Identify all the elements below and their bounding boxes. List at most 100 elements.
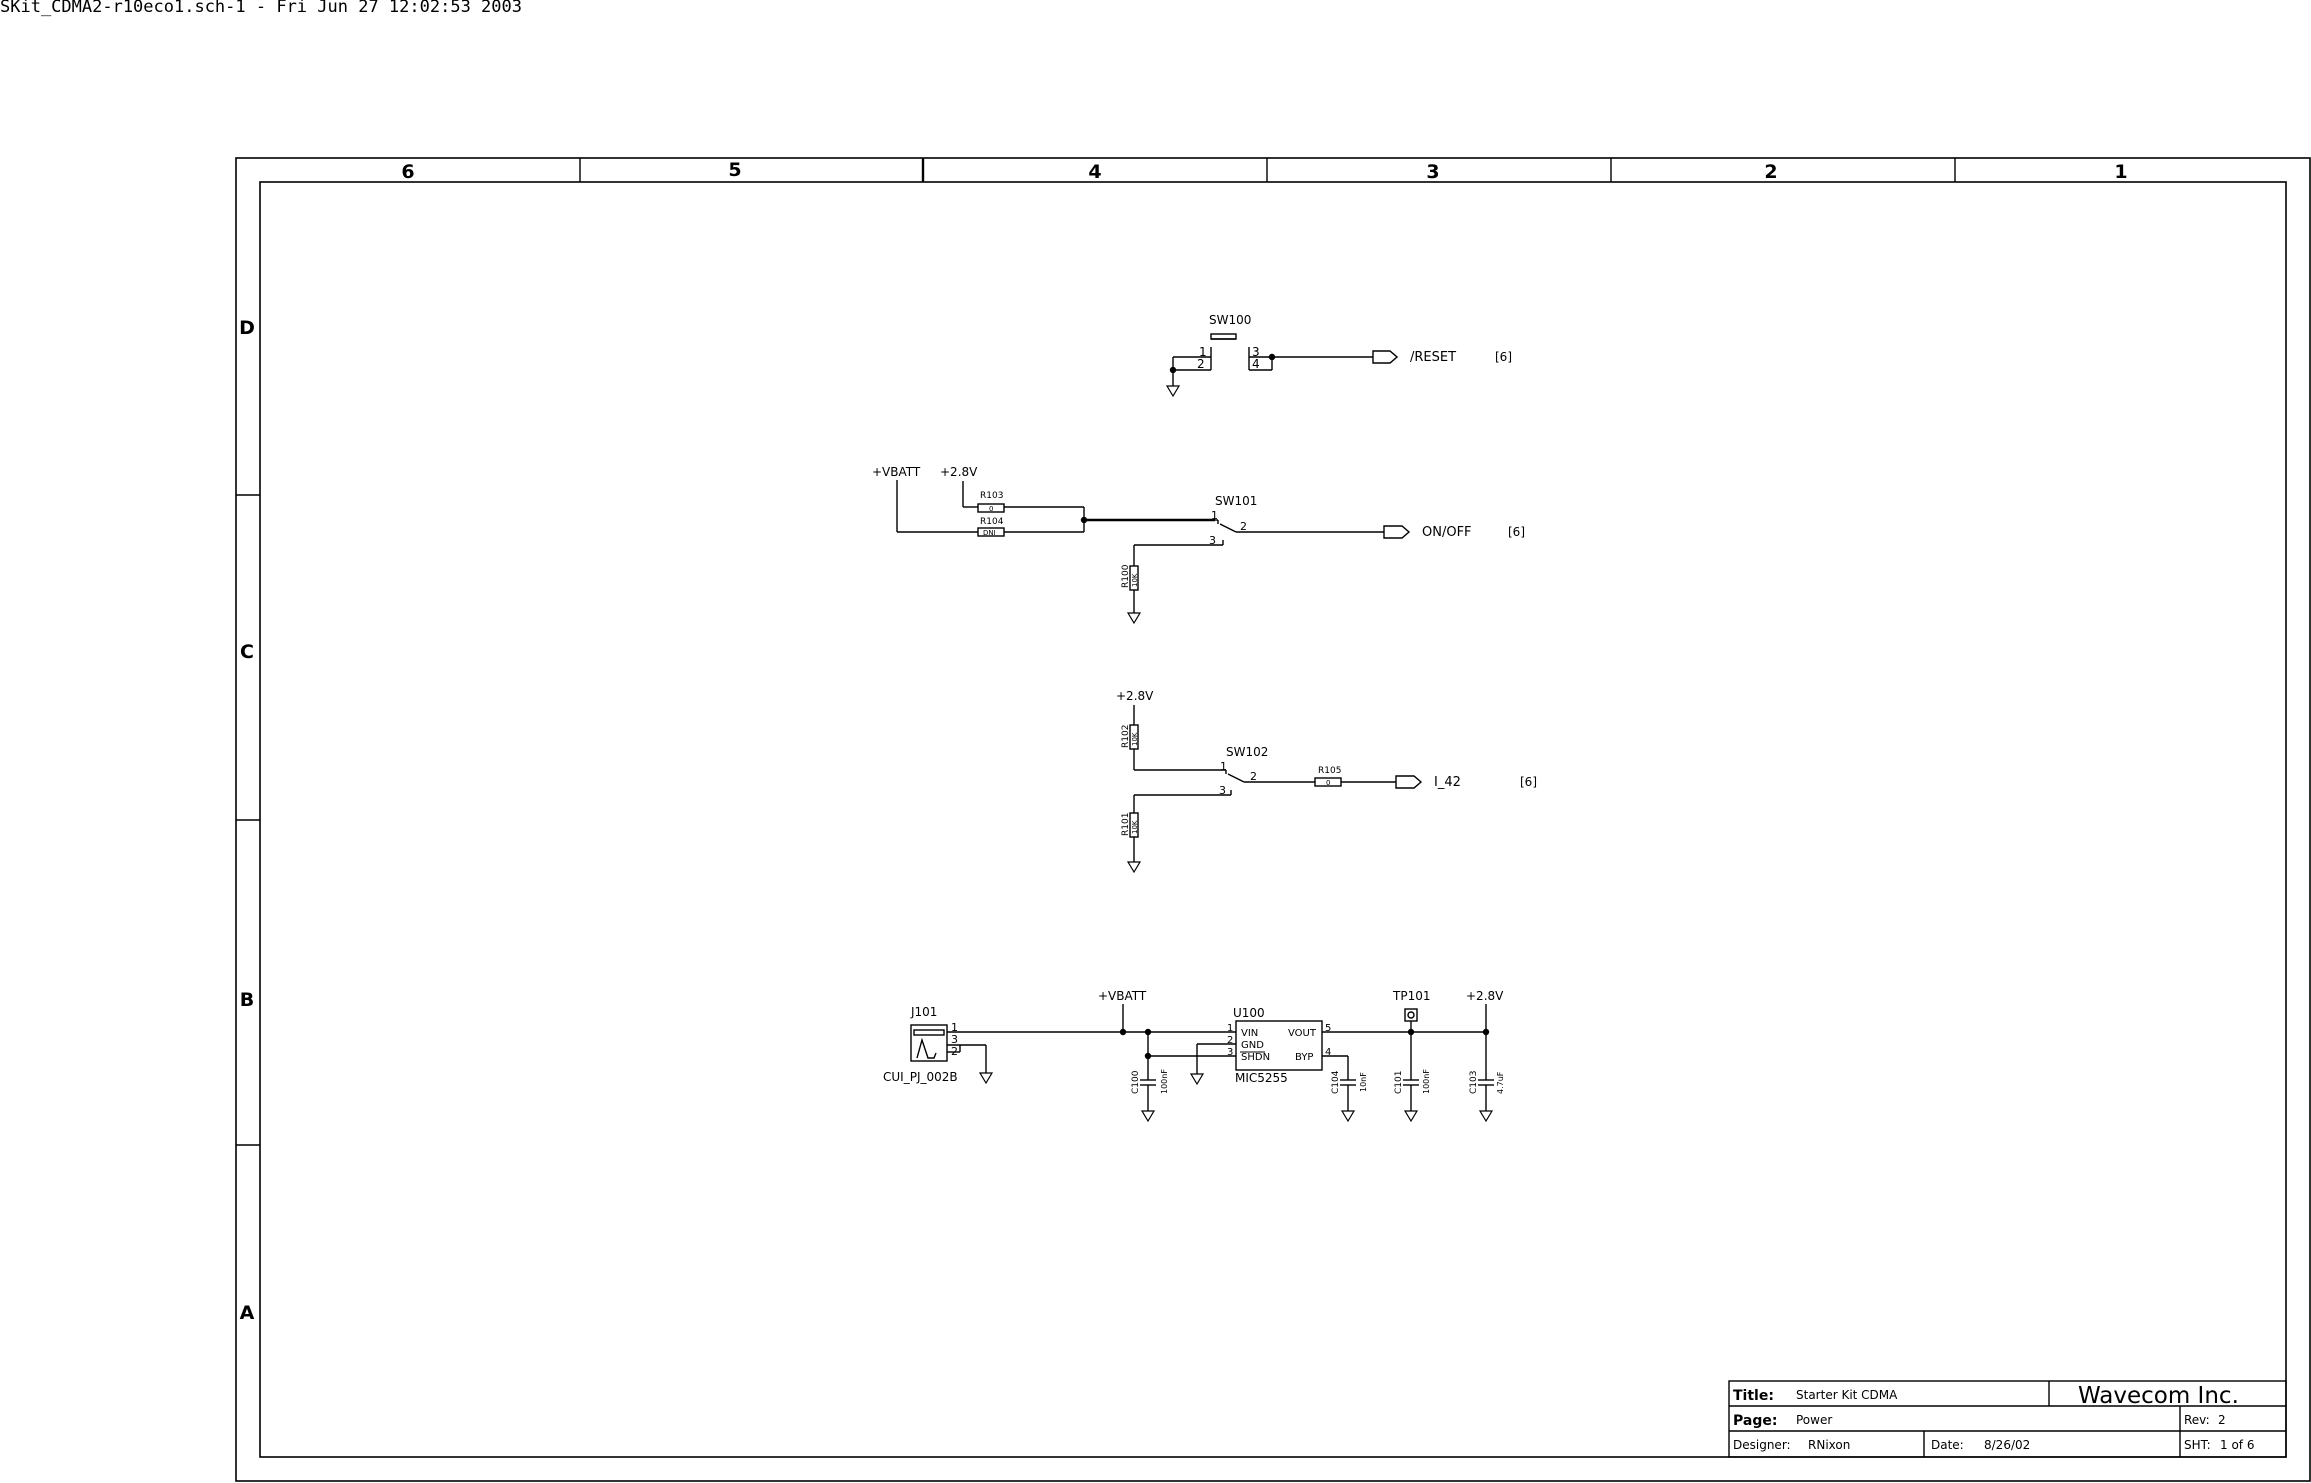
net-label-reset: /RESET — [1410, 350, 1456, 365]
column-label: 4 — [1088, 161, 1101, 183]
j101-part: CUI_PJ_002B — [883, 1070, 958, 1084]
c100-value: 100nF — [1160, 1069, 1169, 1094]
power-supply-circuit — [910, 1004, 1494, 1122]
j101-pin: 3 — [951, 1033, 958, 1046]
r103-ref: R103 — [980, 491, 1003, 501]
sheet-label: SHT: — [2184, 1438, 2211, 1452]
j101-pin: 1 — [951, 1021, 958, 1034]
sw100-ref: SW100 — [1209, 313, 1251, 327]
u100-ref: U100 — [1233, 1006, 1265, 1020]
column-label: 5 — [728, 159, 741, 181]
row-label: C — [240, 641, 254, 663]
rail-label-2v8: +2.8V — [1116, 689, 1154, 703]
u100-pin-name: GND — [1241, 1040, 1264, 1051]
tp101-body — [1404, 1008, 1418, 1022]
column-label: 3 — [1426, 161, 1439, 183]
row-label: B — [240, 989, 254, 1011]
r103-body — [977, 503, 1005, 513]
c104-ref: C104 — [1331, 1070, 1341, 1094]
drawing-title: Starter Kit CDMA — [1796, 1388, 1898, 1402]
r102-value: 10K — [1131, 732, 1139, 746]
c101-value: 100nF — [1422, 1069, 1431, 1094]
row-label: A — [240, 1302, 255, 1324]
r101-value: 10K — [1131, 820, 1139, 834]
c103-value: 4.7uF — [1496, 1071, 1505, 1094]
designer-name: RNixon — [1808, 1438, 1850, 1452]
r102-ref: R102 — [1121, 725, 1131, 748]
sheet-value: 1 of 6 — [2220, 1438, 2254, 1452]
column-label: 2 — [1764, 161, 1777, 183]
column-label: 6 — [401, 161, 414, 183]
rail-label-2v8: +2.8V — [940, 465, 978, 479]
title-label: Title: — [1733, 1388, 1774, 1404]
row-label: D — [239, 317, 255, 339]
rev-value: 2 — [2218, 1413, 2226, 1427]
sw100-pin: 4 — [1252, 357, 1260, 371]
sw102-pin: 1 — [1220, 760, 1227, 773]
offpage-connector-i42 — [1395, 775, 1423, 789]
sw100-pin: 1 — [1199, 345, 1207, 359]
u100-pin-name: VIN — [1241, 1028, 1258, 1039]
reset-switch-circuit — [1166, 333, 1399, 397]
sheet-ref-onoff: [6] — [1508, 525, 1525, 539]
r103-value: 0 — [989, 505, 993, 513]
u100-pin-number: 1 — [1227, 1023, 1233, 1034]
page-label: Page: — [1733, 1413, 1777, 1429]
i42-switch-circuit — [1127, 705, 1423, 873]
u100-pin-number: 4 — [1325, 1047, 1331, 1058]
rev-label: Rev: — [2184, 1413, 2210, 1427]
u100-pin-name: BYP — [1295, 1052, 1313, 1063]
sw101-pin: 3 — [1209, 534, 1216, 547]
j101-body — [910, 1024, 948, 1062]
c103-ref: C103 — [1469, 1071, 1479, 1094]
sw102-ref: SW102 — [1226, 745, 1268, 759]
sw100-pin: 3 — [1252, 345, 1260, 359]
sw100-pin: 2 — [1197, 357, 1205, 371]
rail-label-2v8: +2.8V — [1466, 989, 1504, 1003]
u100-part: MIC5255 — [1235, 1071, 1288, 1085]
plot-header: SKit_CDMA2-r10eco1.sch-1 - Fri Jun 27 12… — [0, 0, 522, 17]
u100-pin-number: 2 — [1227, 1035, 1233, 1046]
u100-pin-name: SHDN — [1241, 1052, 1270, 1063]
r104-value: DNI — [983, 529, 996, 537]
sw101-ref: SW101 — [1215, 494, 1257, 508]
sw102-pin: 3 — [1219, 784, 1226, 797]
sheet-ref-i42: [6] — [1520, 775, 1537, 789]
net-label-i42: I_42 — [1434, 775, 1461, 790]
company-name: Wavecom Inc. — [2078, 1383, 2239, 1409]
designer-label: Designer: — [1733, 1438, 1791, 1452]
r105-value: 0 — [1326, 779, 1330, 787]
u100-pin-number: 5 — [1325, 1023, 1331, 1034]
sw102-pin: 2 — [1250, 770, 1257, 783]
j101-pin: 2 — [951, 1045, 958, 1058]
page-name: Power — [1796, 1413, 1832, 1427]
r100-value: 10K — [1131, 573, 1139, 587]
r101-ref: R101 — [1121, 813, 1131, 836]
title-block — [1728, 1380, 2287, 1458]
j101-ref: J101 — [910, 1005, 937, 1019]
tp101-ref: TP101 — [1392, 989, 1430, 1003]
sw101-pin: 2 — [1240, 520, 1247, 533]
sheet-ref-reset: [6] — [1495, 350, 1512, 364]
date-label: Date: — [1931, 1438, 1964, 1452]
r100-ref: R100 — [1121, 564, 1131, 588]
offpage-connector-reset — [1372, 350, 1399, 364]
u100-pin-number: 3 — [1227, 1047, 1233, 1058]
rail-label-vbatt: +VBATT — [1098, 989, 1147, 1003]
onoff-switch-circuit — [896, 480, 1411, 624]
u100-body — [1235, 1020, 1323, 1071]
date-value: 8/26/02 — [1984, 1438, 2030, 1452]
sw101-pin: 1 — [1211, 509, 1218, 522]
c100-ref: C100 — [1131, 1070, 1141, 1094]
c104-value: 10nF — [1359, 1072, 1368, 1092]
r105-ref: R105 — [1318, 766, 1341, 776]
c101-ref: C101 — [1394, 1071, 1404, 1094]
column-label: 1 — [2114, 161, 2127, 183]
r104-ref: R104 — [980, 517, 1004, 527]
rail-label-vbatt: +VBATT — [872, 465, 921, 479]
sheet-frame — [235, 157, 2311, 1482]
offpage-connector-onoff — [1383, 525, 1411, 539]
net-label-onoff: ON/OFF — [1422, 525, 1472, 540]
